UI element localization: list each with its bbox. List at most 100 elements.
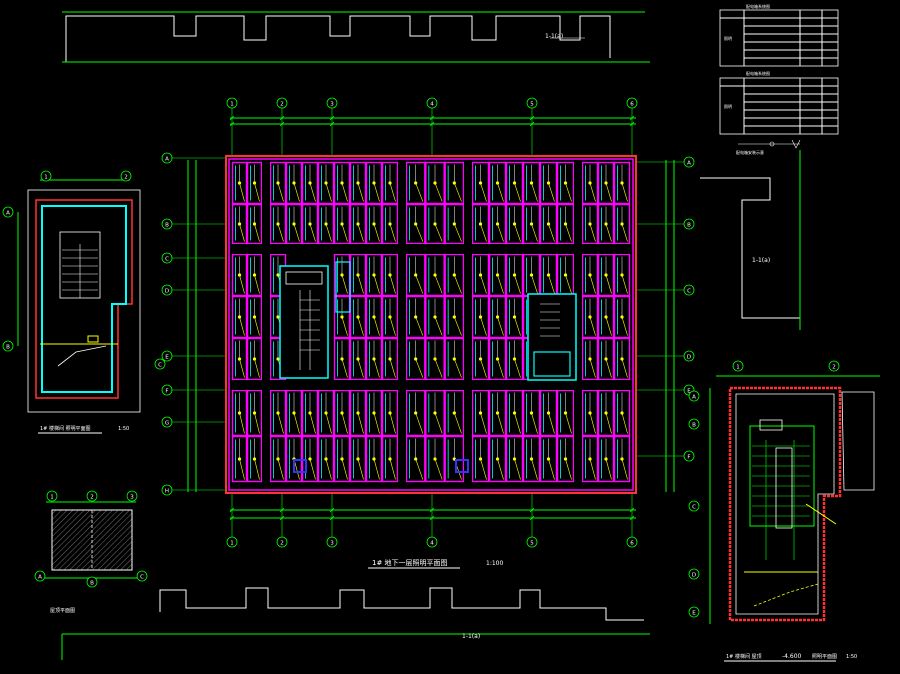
axis-left-B: B <box>161 218 173 230</box>
roof-bubble-2: 2 <box>86 490 98 502</box>
axis-left-A: A <box>161 152 173 164</box>
axis-top-2: 2 <box>276 97 288 109</box>
axis-left-B-label: B <box>165 222 169 228</box>
roof-bubble-B: B <box>86 576 98 588</box>
axis-right-B: B <box>683 218 695 230</box>
axis-right-F: F <box>683 450 695 462</box>
left-detail-bubble-B-label: B <box>6 344 10 350</box>
legend-table-2-row-label: 照明 <box>724 104 732 109</box>
axis-right-E-label: E <box>687 388 691 394</box>
axis-right-C-label: C <box>687 288 691 294</box>
left-stair-detail <box>17 179 141 413</box>
axis-bottom-1-label: 1 <box>230 540 234 546</box>
left-detail-bubble-C-label: C <box>158 362 162 368</box>
left-detail-bubble-C: C <box>154 358 166 370</box>
left-detail-scale: 1:50 <box>118 426 129 432</box>
axis-left-G-label: G <box>165 420 169 426</box>
axis-left-H-label: H <box>165 488 169 494</box>
axis-left-H: H <box>161 484 173 496</box>
axis-top-5-label: 5 <box>530 101 534 107</box>
axis-bottom-3-label: 3 <box>330 540 334 546</box>
bottom-section-outline <box>61 587 650 660</box>
right-detail-scale: 1:50 <box>846 654 857 660</box>
right-detail-axis-bubbles: 1 2A B C D E <box>688 360 840 618</box>
legend-table-1 <box>719 9 839 67</box>
main-plan-scale: 1:100 <box>486 560 503 567</box>
axis-bottom-5: 5 <box>526 536 538 548</box>
axis-top-4: 4 <box>426 97 438 109</box>
axis-top-1: 1 <box>226 97 238 109</box>
left-detail-title: 1# 楼梯间 照明平面图 <box>40 425 91 432</box>
legend-table-2-title: 配电箱系统图 <box>746 70 770 76</box>
left-detail-bubble-A-label: A <box>6 210 10 216</box>
axis-bubbles-top: 1 2 3 4 5 6 <box>226 97 638 156</box>
axis-top-4-label: 4 <box>430 101 434 107</box>
roof-detail-axis-bubbles: 1 2 3A B C <box>34 490 148 588</box>
top-section-label: 1-1(a) <box>545 33 563 40</box>
right-detail-bubble-C: C <box>688 500 700 512</box>
axis-bubbles-left: A B C D E F G H <box>161 152 226 496</box>
axis-top-6: 6 <box>626 97 638 109</box>
legend-table-1-title: 配电箱系统图 <box>746 3 770 9</box>
right-detail-bubble-B: B <box>688 418 700 430</box>
right-detail-suffix: 照明平面图 <box>812 654 837 660</box>
right-detail-bubble-E: E <box>688 606 700 618</box>
roof-bubble-A: A <box>34 570 46 582</box>
axis-right-C: C <box>683 284 695 296</box>
axis-bottom-1: 1 <box>226 536 238 548</box>
axis-bottom-2: 2 <box>276 536 288 548</box>
right-detail-bubble-C-label: C <box>692 504 696 510</box>
right-detail-bubble-2-label: 2 <box>832 364 836 370</box>
right-detail-title: 1# 楼梯间 屋顶 <box>726 653 762 660</box>
axis-bottom-6-label: 6 <box>630 540 634 546</box>
axis-left-E: E <box>161 350 173 362</box>
roof-bubble-A-label: A <box>38 574 42 580</box>
axis-bottom-3: 3 <box>326 536 338 548</box>
axis-right-D: D <box>683 350 695 362</box>
right-detail-bubble-B-label: B <box>692 422 696 428</box>
right-detail-bubble-1: 1 <box>732 360 744 372</box>
axis-right-D-label: D <box>687 354 691 360</box>
roof-plan-detail <box>40 501 142 579</box>
roof-bubble-1-label: 1 <box>50 494 54 500</box>
right-section-label: 1-1(a) <box>752 257 770 264</box>
right-detail-bubble-D-label: D <box>692 572 696 578</box>
roof-bubble-C: C <box>136 570 148 582</box>
axis-left-G: G <box>161 416 173 428</box>
main-plan-dimensions <box>187 117 675 519</box>
roof-bubble-B-label: B <box>90 580 94 586</box>
bottom-section-label: 1-1(a) <box>462 633 480 640</box>
roof-detail-title: 屋顶平面图 <box>50 608 75 614</box>
axis-top-5: 5 <box>526 97 538 109</box>
axis-top-6-label: 6 <box>630 101 634 107</box>
axis-left-A-label: A <box>165 156 169 162</box>
axis-top-2-label: 2 <box>280 101 284 107</box>
axis-left-E-label: E <box>165 354 169 360</box>
right-detail-bubble-A: A <box>688 390 700 402</box>
left-detail-bubble-1: 1 <box>40 170 52 182</box>
axis-bubbles-bottom: 1 2 3 4 5 6 <box>226 493 638 548</box>
axis-bottom-6: 6 <box>626 536 638 548</box>
left-detail-bubble-2: 2 <box>120 170 132 182</box>
axis-left-C: C <box>161 252 173 264</box>
roof-bubble-1: 1 <box>46 490 58 502</box>
right-stair-detail <box>709 375 880 624</box>
right-detail-level: -4.600 <box>782 653 802 660</box>
main-plan-title: 1# 地下一层照明平面图 <box>372 558 448 567</box>
axis-bubbles-right: A B C D E F <box>636 156 695 462</box>
right-detail-bubble-D: D <box>688 568 700 580</box>
axis-right-A: A <box>683 156 695 168</box>
left-detail-bubble-2-label: 2 <box>124 174 128 180</box>
axis-right-A-label: A <box>687 160 691 166</box>
axis-top-3-label: 3 <box>330 101 334 107</box>
right-detail-bubble-A-label: A <box>692 394 696 400</box>
roof-bubble-2-label: 2 <box>90 494 94 500</box>
axis-bottom-4: 4 <box>426 536 438 548</box>
main-floor-plan <box>225 155 637 494</box>
axis-left-F-label: F <box>165 388 168 394</box>
axis-right-F-label: F <box>687 454 690 460</box>
axis-left-D: D <box>161 284 173 296</box>
legend-table-2 <box>719 77 839 135</box>
roof-bubble-3: 3 <box>126 490 138 502</box>
